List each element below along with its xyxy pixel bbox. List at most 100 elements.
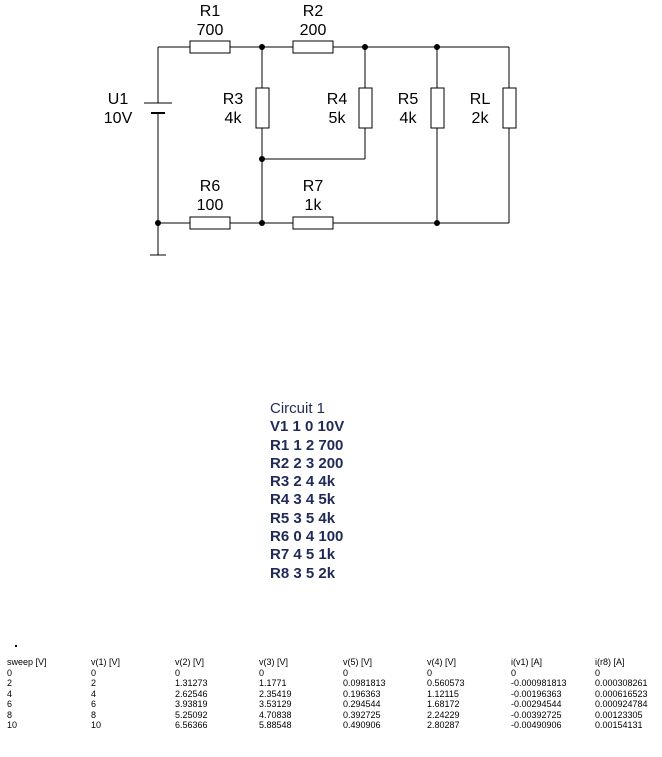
junction-dot <box>155 220 161 226</box>
r1-name: R1 <box>200 3 221 20</box>
table-cell: 0.00123305 <box>595 709 643 720</box>
table-cell: 0.490906 <box>343 720 381 730</box>
table-row: 2 2 1.31273 1.1771 0.0981813 0.560573 -0… <box>7 678 655 689</box>
netlist-line: R4 3 4 5k <box>270 491 336 509</box>
r2-name: R2 <box>303 3 324 20</box>
netlist-line: R7 4 5 1k <box>270 546 336 564</box>
column-header: sweep [V] <box>7 657 47 667</box>
table-row: 6 6 3.93819 3.53129 0.294544 1.68172 -0.… <box>7 699 655 710</box>
resistor-r5 <box>430 87 445 129</box>
column-header: v(2) [V] <box>175 657 205 667</box>
resistor-r7 <box>292 216 334 230</box>
r1-value: 700 <box>197 22 224 39</box>
table-cell: 2.62546 <box>175 688 208 699</box>
netlist-line: R2 2 3 200 <box>270 454 344 472</box>
table-cell: -0.00294544 <box>511 699 562 709</box>
column-header: v(3) [V] <box>259 657 289 667</box>
resistor-r6 <box>189 216 231 230</box>
r5-name: R5 <box>398 91 419 108</box>
table-cell: 3.53129 <box>259 699 292 709</box>
table-row: 4 4 2.62546 2.35419 0.196363 1.12115 -0.… <box>7 689 655 700</box>
table-cell: 1.12115 <box>427 688 459 699</box>
r3-value: 4k <box>225 110 243 127</box>
table-cell: 0.294544 <box>343 699 381 709</box>
table-cell: 10 <box>91 720 102 730</box>
table-cell: 8 <box>7 709 13 720</box>
table-cell: 2.35419 <box>259 688 292 699</box>
r6-name: R6 <box>200 178 221 195</box>
table-cell: 0.196363 <box>343 688 381 699</box>
table-cell: 2 <box>91 678 97 688</box>
battery-symbol <box>144 102 172 114</box>
table-cell: 0 <box>91 667 97 678</box>
junction-dots <box>155 44 440 226</box>
column-header: i(r8) [A] <box>595 657 625 667</box>
r7-name: R7 <box>303 178 324 195</box>
netlist-line: R8 3 5 2k <box>270 564 336 582</box>
junction-dot <box>434 44 440 50</box>
table-cell: 4.70838 <box>259 709 292 720</box>
netlist-line: R6 0 4 100 <box>270 528 344 546</box>
netlist: Circuit 1 V1 1 0 10V R1 1 2 700 R2 2 3 2… <box>270 400 344 583</box>
table-row: 0 0 0 0 0 0 0 0 <box>7 668 655 679</box>
r6-value: 100 <box>197 197 224 214</box>
column-header: i(v1) [A] <box>511 657 543 667</box>
column-header: v(4) [V] <box>427 657 457 667</box>
table-cell: 1.31273 <box>175 678 208 688</box>
r2-value: 200 <box>300 22 327 39</box>
stray-dot <box>15 645 17 647</box>
resistor-r2 <box>292 40 334 54</box>
column-header: v(1) [V] <box>91 657 121 667</box>
table-cell: 2 <box>7 678 13 688</box>
table-cell: 3.93819 <box>175 699 208 709</box>
table-cell: 5.88548 <box>259 720 292 730</box>
table-cell: 4 <box>91 688 97 699</box>
table-cell: 0 <box>595 667 601 678</box>
table-cell: 0 <box>343 667 349 678</box>
table-cell: 0.0981813 <box>343 678 386 688</box>
table-cell: 5.25092 <box>175 709 208 720</box>
table-cell: 6.56366 <box>175 720 208 730</box>
r3-name: R3 <box>223 91 244 108</box>
table-cell: -0.00490906 <box>511 720 562 730</box>
resistor-r1 <box>189 40 231 54</box>
junction-dot <box>259 156 265 162</box>
table-cell: -0.00196363 <box>511 688 562 699</box>
resistor-rl <box>502 87 517 129</box>
table-cell: 0.392725 <box>343 709 381 720</box>
rl-value: 2k <box>472 110 490 127</box>
table-cell: 0 <box>175 667 181 678</box>
netlist-line: V1 1 0 10V <box>270 418 345 436</box>
resistor-r4 <box>358 87 373 129</box>
table-cell: 1.68172 <box>427 699 460 709</box>
table-cell: 0.00154131 <box>595 720 643 730</box>
source-value: 10V <box>104 110 133 127</box>
junction-dot <box>434 220 440 226</box>
junction-dot <box>362 44 368 50</box>
r7-value: 1k <box>305 197 323 214</box>
table-cell: 2.80287 <box>427 720 460 730</box>
table-cell: -0.000981813 <box>511 678 567 688</box>
table-cell: 0 <box>7 667 13 678</box>
table-row: 8 8 5.25092 4.70838 0.392725 2.24229 -0.… <box>7 710 655 721</box>
junction-dot <box>259 44 265 50</box>
table-cell: 0.000616523 <box>595 688 648 699</box>
table-cell: 0.000308261 <box>595 678 648 688</box>
table-cell: 6 <box>7 699 13 709</box>
rl-name: RL <box>470 91 491 108</box>
netlist-line: R5 3 5 4k <box>270 509 336 527</box>
table-row: 10 10 6.56366 5.88548 0.490906 2.80287 -… <box>7 720 655 731</box>
r4-name: R4 <box>327 91 348 108</box>
table-cell: 0 <box>427 667 433 678</box>
netlist-line: R1 1 2 700 <box>270 436 344 454</box>
table-cell: 1.1771 <box>259 678 287 688</box>
table-cell: 6 <box>91 699 97 709</box>
results-table: sweep [V] v(1) [V] v(2) [V] v(3) [V] v(5… <box>7 657 655 731</box>
column-header: v(5) [V] <box>343 657 373 667</box>
resistor-r3 <box>255 87 270 129</box>
table-cell: -0.00392725 <box>511 709 562 720</box>
table-cell: 0 <box>511 667 517 678</box>
table-header-row: sweep [V] v(1) [V] v(2) [V] v(3) [V] v(5… <box>7 657 655 668</box>
table-cell: 0 <box>259 667 265 678</box>
table-cell: 0.560573 <box>427 678 465 688</box>
